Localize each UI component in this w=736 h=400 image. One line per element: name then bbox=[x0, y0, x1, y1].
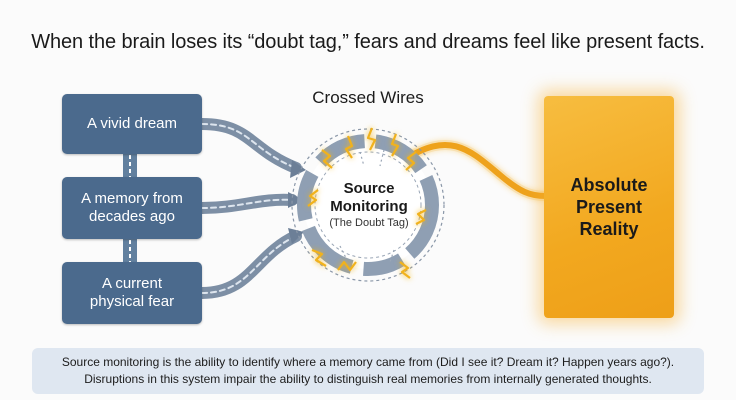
caption-box: Source monitoring is the ability to iden… bbox=[32, 348, 704, 394]
source-label: A memory from decades ago bbox=[81, 190, 183, 225]
source-box-old-memory: A memory from decades ago bbox=[62, 177, 202, 239]
reality-label: Absolute Present Reality bbox=[570, 175, 648, 239]
caption-line-2: Disruptions in this system impair the ab… bbox=[84, 372, 652, 386]
lightning-spark-icon bbox=[307, 127, 427, 279]
caption-line-1: Source monitoring is the ability to iden… bbox=[61, 355, 675, 369]
hub-subtitle: (The Doubt Tag) bbox=[329, 217, 409, 229]
hub-label: Source Monitoring (The Doubt Tag) bbox=[304, 180, 434, 231]
source-box-vivid-dream: A vivid dream bbox=[62, 94, 202, 154]
headline: When the brain loses its “doubt tag,” fe… bbox=[31, 31, 705, 53]
source-box-physical-fear: A current physical fear bbox=[62, 262, 202, 324]
wire-fear bbox=[196, 230, 302, 299]
source-label: A current physical fear bbox=[89, 275, 175, 310]
source-monitoring-hub bbox=[291, 128, 445, 282]
hub-title: Source Monitoring bbox=[330, 180, 408, 215]
diagram-title: Crossed Wires bbox=[312, 88, 424, 107]
source-wires bbox=[196, 118, 306, 299]
present-reality-block: Absolute Present Reality bbox=[544, 96, 674, 318]
source-label: A vivid dream bbox=[86, 115, 178, 132]
source-connectors bbox=[123, 154, 137, 263]
output-wire bbox=[399, 140, 551, 201]
